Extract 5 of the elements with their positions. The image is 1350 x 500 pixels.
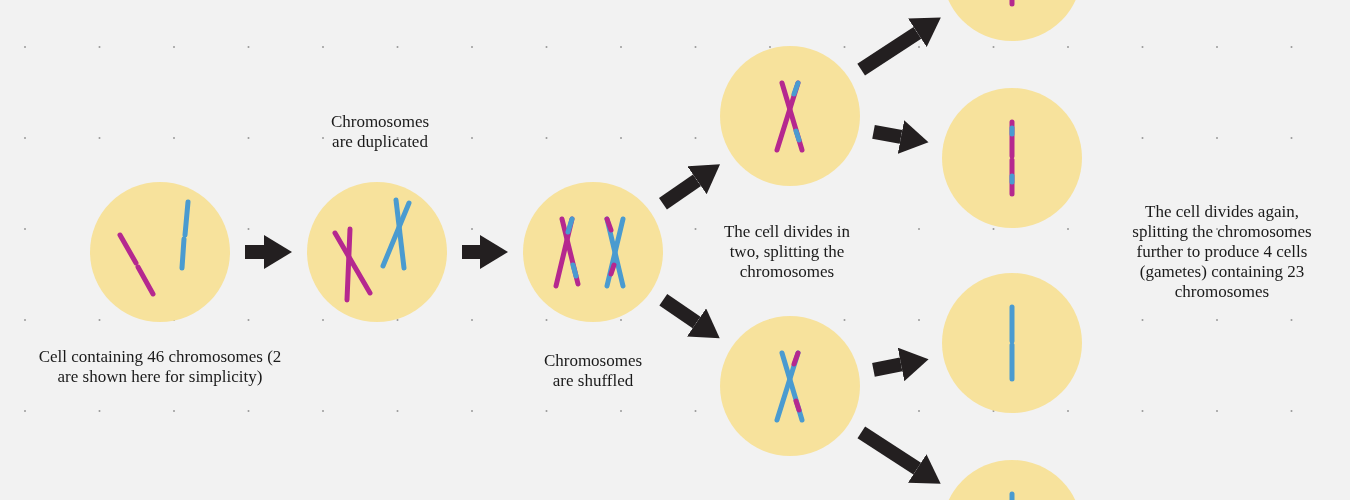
caption: The cell divides in two, splitting the chromosomes <box>722 222 852 282</box>
caption: The cell divides again, splitting the chromosomes further to produce 4 cells (gametes) containing 23 chromosomes <box>1131 202 1313 302</box>
node-label: Chromosomes are duplicated <box>329 112 431 152</box>
node-label: Cell containing 46 chromosomes (2 are shown here for simplicity) <box>37 347 283 387</box>
node-label: Chromosomes are shuffled <box>542 351 644 391</box>
